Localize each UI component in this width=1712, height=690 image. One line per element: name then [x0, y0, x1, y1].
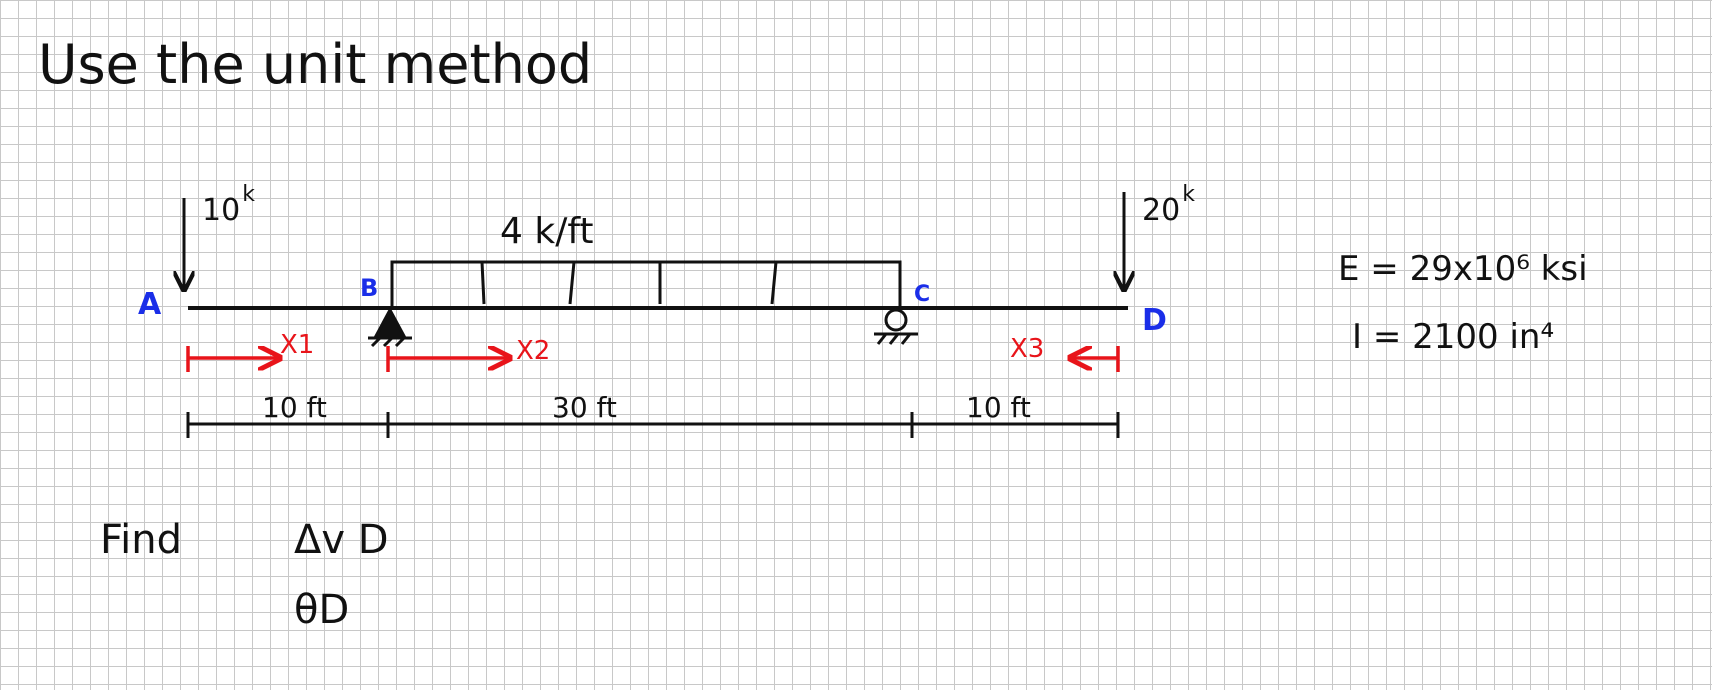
- point-load-label-d: 20k: [1142, 182, 1195, 228]
- point-label-d: D: [1142, 303, 1167, 338]
- point-label-b: B: [360, 274, 379, 302]
- coordinate-arrows: [186, 346, 1120, 372]
- coordinate-label-x3: X3: [1010, 334, 1045, 364]
- dimension-label-ab: 10 ft: [262, 391, 327, 424]
- dimension-label-cd: 10 ft: [966, 391, 1031, 424]
- coordinate-label-x1: X1: [280, 330, 315, 360]
- coordinate-label-x2: X2: [516, 336, 551, 366]
- dimension-label-bc: 30 ft: [552, 391, 617, 424]
- point-label-a: A: [138, 287, 162, 322]
- problem-title: Use the unit method: [38, 33, 593, 96]
- roller-support-c: [874, 308, 918, 345]
- pin-support-b: [368, 306, 412, 348]
- find-deflection: Δv D: [294, 517, 389, 563]
- modulus-label: E = 29x10⁶ ksi: [1338, 249, 1588, 289]
- distributed-load-label: 4 k/ft: [500, 211, 594, 252]
- dimension-line: [186, 412, 1120, 438]
- find-label: Find: [100, 517, 182, 563]
- find-rotation: θD: [294, 587, 350, 633]
- point-label-c: C: [914, 282, 931, 307]
- distributed-load: [390, 260, 902, 306]
- inertia-label: I = 2100 in⁴: [1352, 317, 1555, 357]
- point-load-label-a: 10k: [202, 182, 255, 228]
